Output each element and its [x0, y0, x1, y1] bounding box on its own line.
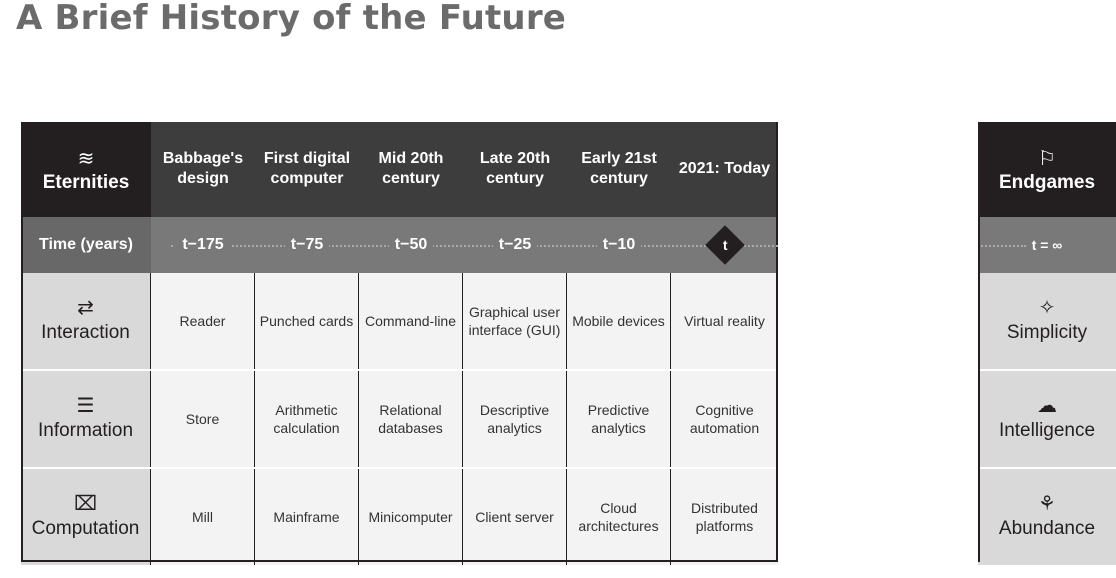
row-label: Simplicity: [1006, 322, 1088, 343]
row-label: Interaction: [41, 322, 130, 343]
arrows-exchange-icon: ⇄: [77, 297, 94, 319]
time-value: t = ∞: [1031, 237, 1063, 253]
eternities-header: ≋ Eternities: [21, 122, 151, 217]
time-marker: t−10: [567, 217, 671, 273]
row-label-information: ☰ Information: [21, 371, 151, 467]
time-marker-today: t: [671, 217, 778, 273]
time-marker-infinity: t = ∞: [978, 217, 1116, 273]
era-header: Mid 20th century: [378, 149, 444, 187]
table-row: ⇄ Interaction Reader Punched cards Comma…: [21, 273, 778, 371]
endgame-abundance: ⚘ Abundance: [978, 469, 1116, 565]
time-marker: t−50: [359, 217, 463, 273]
table-row: ☰ Information Store Arithmetic calculati…: [21, 371, 778, 469]
row-label: Information: [37, 420, 134, 441]
era-header: 2021: Today: [678, 159, 771, 177]
timeline-dotted-line: [978, 245, 1026, 247]
row-label-interaction: ⇄ Interaction: [21, 273, 151, 369]
table-cell: Distributed platforms: [671, 469, 778, 565]
sparkle-icon: ✧: [1038, 297, 1056, 319]
era-header: Late 20th century: [479, 149, 551, 187]
header-row: ≋ Eternities Babbage's design First digi…: [21, 122, 778, 217]
endgames-label: Endgames: [998, 171, 1096, 193]
table-cell: Store: [151, 371, 255, 467]
plant-icon: ⚘: [1038, 493, 1056, 515]
cloud-brain-icon: ☁: [1037, 395, 1057, 417]
endgame-simplicity: ✧ Simplicity: [978, 273, 1116, 369]
table-cell: Predictive analytics: [567, 371, 671, 467]
table-cell: Command-line: [359, 273, 463, 369]
time-marker: t−175: [151, 217, 255, 273]
timeline-dotted-line: [171, 245, 778, 247]
row-label: Computation: [31, 518, 140, 539]
waves-icon: ≋: [77, 147, 95, 170]
table-cell: Mobile devices: [567, 273, 671, 369]
table-cell: Cognitive automation: [671, 371, 778, 467]
endgames-row: ⚘ Abundance: [978, 469, 1116, 565]
time-marker: t−25: [463, 217, 567, 273]
time-value: t−50: [388, 236, 434, 254]
row-label: Intelligence: [998, 420, 1096, 441]
table-cell: Punched cards: [255, 273, 359, 369]
eternities-table: ≋ Eternities Babbage's design First digi…: [21, 122, 778, 565]
table-cell: Mainframe: [255, 469, 359, 565]
table-cell: Graphical user interface (GUI): [463, 273, 567, 369]
table-left-rule: [21, 122, 23, 562]
table-cell: Arithmetic calculation: [255, 371, 359, 467]
time-value: t−75: [284, 236, 330, 254]
time-value: t−10: [596, 236, 642, 254]
endgames-row: ☁ Intelligence: [978, 371, 1116, 469]
table-cell: Descriptive analytics: [463, 371, 567, 467]
table-right-rule: [776, 122, 778, 562]
time-row: Time (years) t−175 t−75 t−50 t−25 t−10 t: [21, 217, 778, 273]
endgames-row: ✧ Simplicity: [978, 273, 1116, 371]
table-bottom-rule: [21, 560, 778, 562]
table-cell: Relational databases: [359, 371, 463, 467]
era-header: First digital computer: [263, 149, 351, 187]
time-value: t−175: [176, 236, 230, 254]
table-cell: Client server: [463, 469, 567, 565]
eternities-label: Eternities: [42, 171, 130, 193]
era-header: Early 21st century: [581, 149, 657, 187]
time-marker: t−75: [255, 217, 359, 273]
row-label: Abundance: [998, 518, 1096, 539]
list-lines-icon: ☰: [76, 395, 95, 417]
time-label: Time (years): [21, 217, 151, 273]
table-cell: Minicomputer: [359, 469, 463, 565]
endgames-column: ⚐ Endgames t = ∞ ✧ Simplicity ☁ Intellig…: [978, 122, 1116, 565]
table-cell: Cloud architectures: [567, 469, 671, 565]
today-diamond-icon: t: [704, 225, 745, 265]
endgame-intelligence: ☁ Intelligence: [978, 371, 1116, 467]
endgames-header: ⚐ Endgames: [978, 122, 1116, 217]
endgames-left-rule: [978, 122, 980, 562]
row-label-computation: ⌧ Computation: [21, 469, 151, 565]
flag-icon: ⚐: [1038, 147, 1056, 170]
endgames-header-row: ⚐ Endgames: [978, 122, 1116, 217]
table-row: ⌧ Computation Mill Mainframe Minicompute…: [21, 469, 778, 565]
time-value: t: [722, 236, 727, 253]
table-cell: Mill: [151, 469, 255, 565]
table-cell: Reader: [151, 273, 255, 369]
table-cell: Virtual reality: [671, 273, 778, 369]
page-title: A Brief History of the Future: [16, 0, 567, 38]
endgames-time-row: t = ∞: [978, 217, 1116, 273]
time-value: t−25: [492, 236, 538, 254]
era-header: Babbage's design: [162, 149, 244, 187]
chip-icon: ⌧: [73, 493, 98, 515]
